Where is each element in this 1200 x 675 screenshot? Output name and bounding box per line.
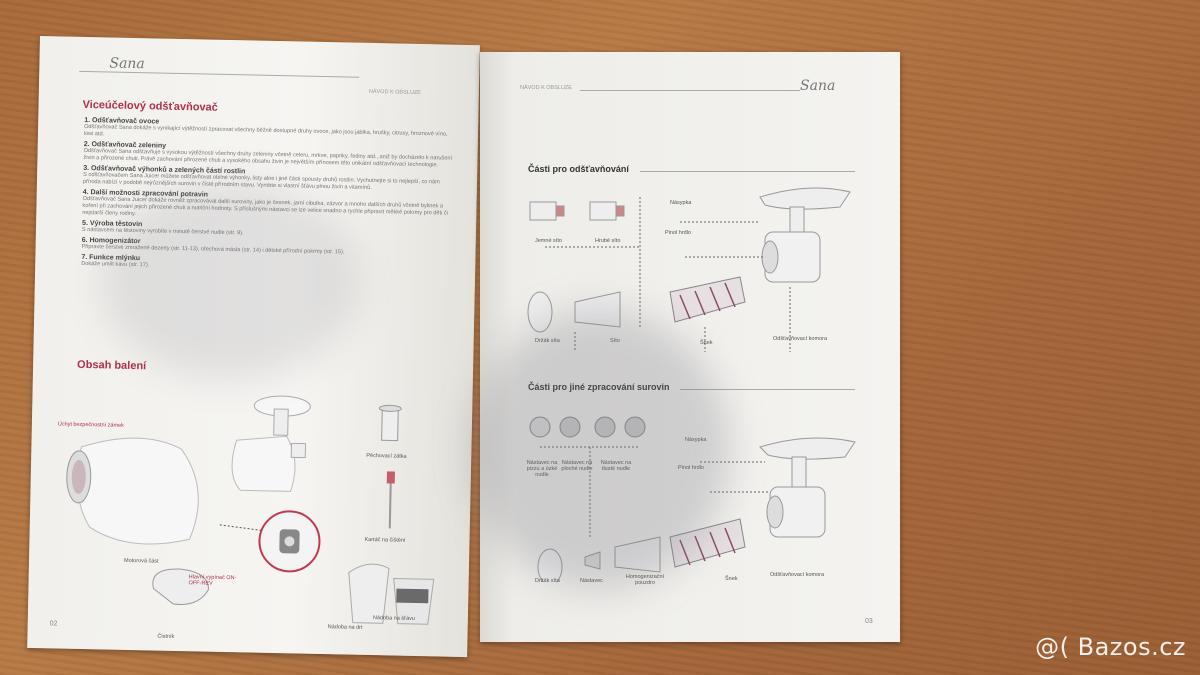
chamber-label: Odšťavňovací komora [772,336,828,342]
coarse-sieve-illustration [589,201,625,221]
auger-illustration [669,276,746,323]
assembled-juicer-illustration [231,395,311,492]
cleaner-label: Čistník [157,633,175,640]
motor-label: Motorová část [123,557,159,565]
screw-holder-label: Pinol hrdlo [665,230,691,236]
chamber-label: Odšťavňovací komora [770,572,825,578]
section-rule [640,171,855,172]
nozzle-label: Nástavec [580,578,603,584]
sieve-holder-label: Držák síta [535,578,560,584]
header-rule [580,90,800,91]
sieve-label: Síto [610,338,620,344]
hopper-illustration [759,187,851,210]
left-page: Sana NÁVOD K OBSLUZE Viceúčelový odšťavň… [27,36,480,658]
hopper-label: Násypka [685,437,707,443]
fine-sieve-label: Jemné síto [535,238,562,244]
pusher-label: Pěchovací zátka [366,452,407,460]
hand-shadow [470,310,730,590]
sieve-holder-label: Držák síta [535,338,560,344]
package-contents-illustration [66,395,435,625]
hand-shadow [100,180,360,380]
nozzle-wide-label: Nástavec na ploché nudle [561,460,593,472]
chamber-illustration [766,456,826,538]
page-title: Viceúčelový odšťavňovač [82,98,218,114]
juicing-parts-diagram [527,187,851,352]
cleaner-illustration [152,568,209,605]
hopper-label: Násypka [670,200,692,206]
fine-sieve-illustration [529,201,565,221]
hopper-illustration [759,437,856,460]
brand-logo: Sana [109,55,145,73]
right-page: NÁVOD K OBSLUZE Sana Části pro odšťavňov… [480,52,900,642]
watermark: @( Bazos.cz [1035,633,1186,661]
nozzle-thick-label: Nástavec na tlusté nudle [600,460,632,472]
sieve-illustration [574,291,621,328]
auger-label: Šnek [725,576,738,582]
other-parts-diagram [529,416,856,582]
section-title-juicing: Části pro odšťavňování [528,164,629,174]
pusher-illustration [378,404,402,442]
screw-holder-label: Pinol hrdlo [678,465,704,471]
brush-label: Kartáč na čištění [364,536,406,544]
instruction-booklet: Sana NÁVOD K OBSLUZE Viceúčelový odšťavň… [27,30,910,658]
brand-logo: Sana [800,78,836,94]
cup-pulp-label: Nádoba na drt [327,624,363,631]
nozzles-illustration [529,416,646,438]
brush-illustration [386,471,395,529]
switch-label: Hlavní vypínač ON-OFF-REV [188,574,237,587]
section-title-other: Části pro jiné zpracování surovin [528,382,670,392]
switch-callout [219,510,321,573]
motor-unit-illustration [66,437,199,545]
nozzle-illustration [584,551,601,570]
coarse-sieve-label: Hrubé síto [595,238,621,244]
header-rule [79,70,360,78]
homog-label: Homogenizační pouzdro [625,574,665,586]
homog-illustration [614,536,661,573]
auger-label: Šnek [700,340,713,346]
sieve-holder-illustration [527,291,553,333]
chamber-illustration [761,206,821,283]
header-label: NÁVOD K OBSLUZE [368,88,421,96]
page-number: 02 [49,620,58,628]
cup-juice-label: Nádoba na šťávu [372,615,416,622]
header-label: NÁVOD K OBSLUZE [520,85,572,91]
sieve-holder-illustration [537,548,563,582]
cups-illustration [348,563,435,625]
nozzle-thin-label: Nástavec na pizzu a úzké nudle [526,460,558,478]
page-number: 03 [865,618,873,625]
package-title: Obsah balení [76,358,147,373]
auger-illustration [669,518,746,568]
section-rule [680,389,855,390]
